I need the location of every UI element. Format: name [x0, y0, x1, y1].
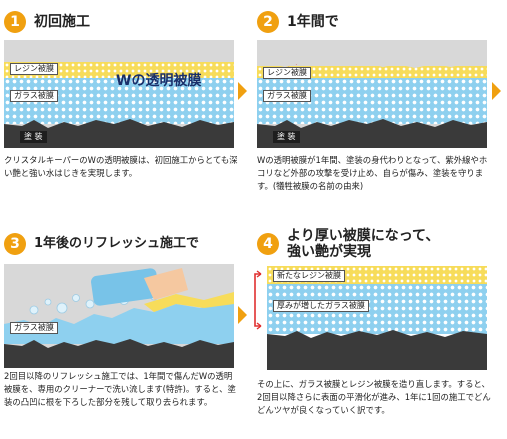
- step-4-panel: 4 より厚い被膜になって、 強い艶が実現 新たなレジン被膜 厚みが増したガラス被…: [254, 226, 491, 436]
- glass-tag: ガラス被膜: [263, 90, 311, 102]
- glass-tag: ガラス被膜: [10, 90, 58, 102]
- new-resin-tag: 新たなレジン被膜: [273, 270, 345, 282]
- step-description: その上に、ガラス被膜とレジン被膜を造り直します。すると、2回目以降さらに表面の平…: [257, 379, 491, 415]
- damage-icons: [257, 40, 487, 148]
- arrow-right-icon: [492, 82, 501, 100]
- resin-tag: レジン被膜: [263, 67, 311, 79]
- step-number-badge: 2: [257, 11, 279, 33]
- step-2-panel: 2 1年間で: [257, 4, 487, 204]
- step-description: 2回目以降のリフレッシュ施工では、1年間で傷んだWの透明被膜を、専用のクリーナー…: [4, 371, 236, 407]
- cleaning-scene: [4, 268, 234, 368]
- paint-surface: [4, 119, 234, 148]
- arrow-right-icon: [238, 306, 247, 324]
- coating-diagram: 新たなレジン被膜 厚みが増したガラス被膜: [267, 266, 487, 370]
- resin-layer: [257, 66, 487, 78]
- coating-diagram: ガラス被膜: [4, 264, 234, 368]
- step-number-badge: 3: [4, 233, 26, 255]
- step-2-header: 2 1年間で: [257, 4, 339, 40]
- step-title-line-1: より厚い被膜になって、: [287, 228, 440, 244]
- step-1-panel: 1 初回施工 レジン被膜 ガラス被膜 塗 装 Wの透明被膜 クリスタルキーパーの…: [4, 4, 238, 204]
- step-title: 1年間で: [287, 14, 339, 30]
- step-3-header: 3 1年後のリフレッシュ施工で: [4, 226, 199, 262]
- coating-diagram: レジン被膜 ガラス被膜 塗 装: [257, 40, 487, 148]
- thickness-bracket-icon: [254, 270, 262, 330]
- w-coating-label: Wの透明被膜: [116, 73, 202, 89]
- step-title: 初回施工: [34, 14, 90, 30]
- paint-tag: 塗 装: [273, 131, 300, 143]
- step-3-panel: 3 1年後のリフレッシュ施工で ガラス被膜 2回目以降のリフレッシュ施工では、1…: [4, 226, 236, 436]
- glass-tag: ガラス被膜: [10, 322, 58, 334]
- resin-layer: [4, 62, 234, 78]
- step-number-badge: 1: [4, 11, 26, 33]
- step-description: クリスタルキーパーのWの透明被膜は、初回施工からとても深い艶と強い水はじきを実現…: [4, 155, 238, 178]
- coating-diagram: レジン被膜 ガラス被膜 塗 装 Wの透明被膜: [4, 40, 234, 148]
- step-1-header: 1 初回施工: [4, 4, 90, 40]
- thick-glass-tag: 厚みが増したガラス被膜: [273, 300, 369, 312]
- step-description: Wの透明被膜が1年間、塗装の身代わりとなって、紫外線やホコリなど外部の攻撃を受け…: [257, 155, 488, 191]
- step-title-line-2: 強い艶が実現: [287, 244, 371, 260]
- arrow-right-icon: [238, 82, 247, 100]
- step-title: 1年後のリフレッシュ施工で: [34, 236, 200, 251]
- step-4-header: 4 より厚い被膜になって、 強い艶が実現: [257, 226, 439, 262]
- paint-tag: 塗 装: [20, 131, 47, 143]
- step-number-badge: 4: [257, 233, 279, 255]
- cleaner-sponge-icon: [91, 268, 188, 306]
- paint-surface: [267, 330, 487, 370]
- resin-tag: レジン被膜: [10, 63, 58, 75]
